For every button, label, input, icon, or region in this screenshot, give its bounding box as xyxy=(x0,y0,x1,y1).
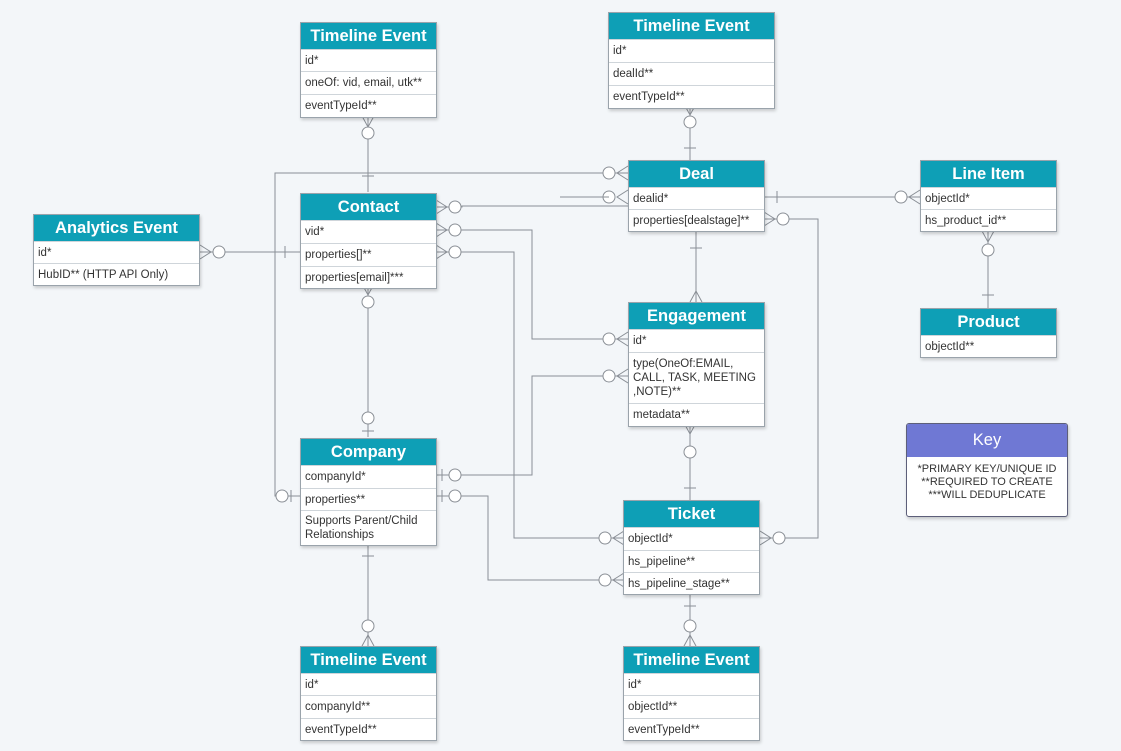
field-id: id* xyxy=(629,329,764,352)
key-primary-line: *PRIMARY KEY/UNIQUE ID xyxy=(917,463,1057,475)
entity-title: Timeline Event xyxy=(301,647,436,673)
field-hs-pipeline-stage: hs_pipeline_stage** xyxy=(624,572,759,594)
timeline-event-contact-entity[interactable]: Timeline Event id* oneOf: vid, email, ut… xyxy=(300,22,437,118)
field-oneof: oneOf: vid, email, utk** xyxy=(301,71,436,94)
field-id: id* xyxy=(609,39,774,62)
crowfoot xyxy=(981,230,995,244)
crowfoot xyxy=(763,211,776,227)
crowfoot xyxy=(616,165,629,181)
field-metadata: metadata** xyxy=(629,403,764,426)
field-eventtypeid: eventTypeId** xyxy=(301,94,436,117)
ticket-entity[interactable]: Ticket objectId* hs_pipeline** hs_pipeli… xyxy=(623,500,760,595)
field-hs-pipeline: hs_pipeline** xyxy=(624,550,759,572)
entity-title: Timeline Event xyxy=(624,647,759,673)
field-hubid: HubID** (HTTP API Only) xyxy=(34,263,199,285)
entity-title: Company xyxy=(301,439,436,465)
field-properties: properties** xyxy=(301,488,436,510)
entity-title: Timeline Event xyxy=(301,23,436,49)
field-properties: properties[]** xyxy=(301,243,436,266)
timeline-event-deal-entity[interactable]: Timeline Event id* dealId** eventTypeId*… xyxy=(608,12,775,109)
entity-title: Product xyxy=(921,309,1056,335)
crowfoot xyxy=(612,572,625,588)
field-id: id* xyxy=(34,241,199,263)
entity-title: Timeline Event xyxy=(609,13,774,39)
rel-contact-ticket xyxy=(436,251,624,539)
field-id: id* xyxy=(624,673,759,695)
field-dealid: dealId** xyxy=(609,62,774,85)
rel-contact-engagement xyxy=(436,229,628,340)
field-vid: vid* xyxy=(301,220,436,243)
crowfoot xyxy=(683,633,697,647)
entity-title: Contact xyxy=(301,194,436,220)
field-objectid: objectId* xyxy=(921,187,1056,209)
timeline-event-company-entity[interactable]: Timeline Event id* companyId** eventType… xyxy=(300,646,437,741)
crowfoot xyxy=(435,244,448,260)
engagement-entity[interactable]: Engagement id* type(OneOf:EMAIL, CALL, T… xyxy=(628,302,765,427)
line-item-entity[interactable]: Line Item objectId* hs_product_id** xyxy=(920,160,1057,232)
entity-title: Ticket xyxy=(624,501,759,527)
company-entity[interactable]: Company companyId* properties** Supports… xyxy=(300,438,437,546)
rel-deal-ticket xyxy=(760,218,819,539)
crowfoot xyxy=(759,530,772,546)
field-eventtypeid: eventTypeId** xyxy=(624,718,759,740)
crowfoot xyxy=(616,331,629,347)
crowfoot xyxy=(908,189,921,205)
deal-entity[interactable]: Deal dealid* properties[dealstage]** xyxy=(628,160,765,232)
field-type: type(OneOf:EMAIL, CALL, TASK, MEETING ,N… xyxy=(629,352,764,403)
product-entity[interactable]: Product objectId** xyxy=(920,308,1057,358)
crowfoot xyxy=(689,289,703,303)
key-deduplicate-line: ***WILL DEDUPLICATE xyxy=(928,489,1046,501)
crowfoot xyxy=(361,633,375,647)
analytics-event-entity[interactable]: Analytics Event id* HubID** (HTTP API On… xyxy=(33,214,200,286)
rel-contact-deal xyxy=(436,205,628,208)
key-required-line: **REQUIRED TO CREATE xyxy=(921,476,1053,488)
field-objectid: objectId** xyxy=(624,695,759,718)
entity-title: Deal xyxy=(629,161,764,187)
crowfoot xyxy=(435,222,448,238)
field-id: id* xyxy=(301,673,436,695)
field-dealid: dealid* xyxy=(629,187,764,209)
crowfoot xyxy=(199,244,212,260)
field-id: id* xyxy=(301,49,436,71)
field-properties-email: properties[email]*** xyxy=(301,266,436,288)
crowfoot xyxy=(435,199,448,215)
field-parent-child: Supports Parent/Child Relationships xyxy=(301,510,436,545)
key-title: Key xyxy=(907,424,1067,457)
key-legend: Key *PRIMARY KEY/UNIQUE ID **REQUIRED TO… xyxy=(906,423,1068,517)
crowfoot xyxy=(616,189,629,205)
rel-company-ticket xyxy=(436,495,624,581)
contact-entity[interactable]: Contact vid* properties[]** properties[e… xyxy=(300,193,437,289)
field-eventtypeid: eventTypeId** xyxy=(301,718,436,740)
timeline-event-ticket-entity[interactable]: Timeline Event id* objectId** eventTypeI… xyxy=(623,646,760,741)
field-hs-product-id: hs_product_id** xyxy=(921,209,1056,231)
field-companyid: companyId* xyxy=(301,465,436,488)
crowfoot xyxy=(616,368,629,384)
field-objectid: objectId** xyxy=(921,335,1056,357)
entity-title: Line Item xyxy=(921,161,1056,187)
entity-title: Analytics Event xyxy=(34,215,199,241)
field-eventtypeid: eventTypeId** xyxy=(609,85,774,108)
field-dealstage: properties[dealstage]** xyxy=(629,209,764,231)
crowfoot xyxy=(612,530,625,546)
field-objectid: objectId* xyxy=(624,527,759,550)
field-companyid: companyId** xyxy=(301,695,436,718)
entity-title: Engagement xyxy=(629,303,764,329)
rel-company-engagement xyxy=(436,375,628,476)
